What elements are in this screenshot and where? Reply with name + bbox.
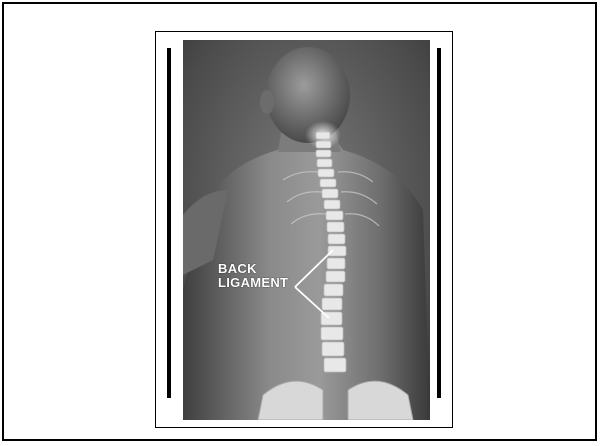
annotation-label-line1: BACK [218,262,257,276]
spine-anatomy-photo: BACK LIGAMENT [183,40,430,420]
spine-illustration [183,40,430,420]
left-vertical-bar [167,48,171,398]
annotation-label-line2: LIGAMENT [218,276,288,290]
right-vertical-bar [437,48,441,398]
